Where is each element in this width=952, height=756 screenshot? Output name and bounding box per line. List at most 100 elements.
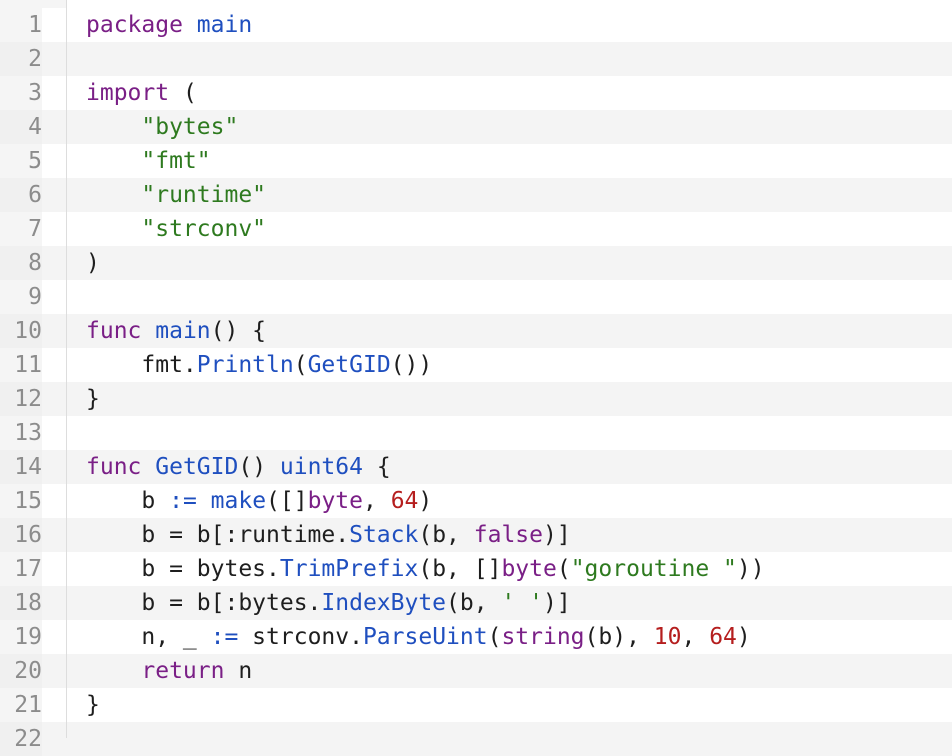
code-text: }	[86, 688, 100, 722]
line-number: 22	[0, 722, 42, 756]
identifier-token: ParseUint	[362, 624, 488, 650]
line-number: 21	[0, 688, 42, 722]
line-number: 6	[0, 178, 42, 212]
text-token	[141, 454, 155, 480]
line-number: 5	[0, 144, 42, 178]
code-line[interactable]: 19 n, _ := strconv.ParseUint(string(b), …	[0, 620, 952, 654]
identifier-token: uint64	[279, 454, 363, 480]
code-line[interactable]: 21}	[0, 688, 952, 722]
code-text: )	[86, 246, 100, 280]
line-number: 9	[0, 280, 42, 314]
code-line[interactable]: 13	[0, 416, 952, 450]
text-token: (	[169, 80, 197, 106]
text-token	[86, 216, 141, 242]
keyword-token: func	[86, 454, 142, 480]
identifier-token: make	[210, 488, 267, 514]
text-token: )]	[543, 522, 571, 548]
code-line[interactable]: 7 "strconv"	[0, 212, 952, 246]
identifier-token: Println	[196, 352, 294, 378]
text-token: () {	[210, 318, 267, 344]
keyword-token: func	[86, 318, 142, 344]
code-line[interactable]: 18 b = b[:bytes.IndexByte(b, ' ')]	[0, 586, 952, 620]
text-token: (	[487, 624, 502, 650]
line-number: 14	[0, 450, 42, 484]
number-token: 64	[390, 488, 419, 514]
string-token: "fmt"	[141, 148, 211, 174]
line-number: 17	[0, 552, 42, 586]
text-token: }	[86, 692, 100, 718]
text-token: (b, []	[418, 556, 502, 582]
code-line[interactable]: 15 b := make([]byte, 64)	[0, 484, 952, 518]
text-token: )]	[542, 590, 571, 616]
line-number: 15	[0, 484, 42, 518]
line-number: 1	[0, 8, 42, 42]
code-line[interactable]: 20 return n	[0, 654, 952, 688]
code-line[interactable]: 2	[0, 42, 952, 76]
text-token: {	[362, 454, 391, 480]
text-token	[86, 658, 141, 684]
code-line[interactable]: 1 package main	[0, 8, 952, 42]
text-token: (b,	[418, 522, 474, 548]
keyword-token: import	[86, 80, 170, 106]
text-token: (b),	[584, 624, 654, 650]
code-text: n, _ := strconv.ParseUint(string(b), 10,…	[86, 620, 750, 654]
text-token: n	[224, 658, 253, 684]
string-token: "goroutine "	[570, 556, 737, 582]
line-number: 11	[0, 348, 42, 382]
code-text: "bytes"	[86, 110, 238, 144]
code-text: b = bytes.TrimPrefix(b, []byte("goroutin…	[86, 552, 764, 586]
code-text: return n	[86, 654, 252, 688]
code-line[interactable]: 8)	[0, 246, 952, 280]
keyword-token: byte	[501, 556, 557, 582]
text-token	[86, 148, 141, 174]
identifier-token: GetGID	[307, 352, 391, 378]
keyword-token: false	[473, 522, 543, 548]
text-token: n, _	[86, 624, 211, 650]
text-token: ())	[390, 352, 433, 378]
line-number: 7	[0, 212, 42, 246]
code-line[interactable]: 11 fmt.Println(GetGID())	[0, 348, 952, 382]
line-number: 18	[0, 586, 42, 620]
identifier-token: Stack	[349, 522, 419, 548]
text-token	[141, 318, 155, 344]
code-line[interactable]: 16 b = b[:runtime.Stack(b, false)]	[0, 518, 952, 552]
number-token: 64	[709, 624, 737, 650]
line-number: 20	[0, 654, 42, 688]
text-token	[183, 12, 197, 38]
gutter-divider	[66, 0, 67, 738]
identifier-token: main	[196, 12, 253, 38]
line-number: 13	[0, 416, 42, 450]
code-line[interactable]: 22	[0, 722, 952, 756]
string-token: "runtime"	[141, 182, 267, 208]
text-token: b	[86, 488, 170, 514]
code-line[interactable]: 4 "bytes"	[0, 110, 952, 144]
text-token	[86, 182, 141, 208]
code-text: func GetGID() uint64 {	[86, 450, 391, 484]
code-line[interactable]: 17 b = bytes.TrimPrefix(b, []byte("gorou…	[0, 552, 952, 586]
code-text: "strconv"	[86, 212, 266, 246]
code-line[interactable]: 12}	[0, 382, 952, 416]
code-text: import (	[86, 76, 197, 110]
code-text: "runtime"	[86, 178, 266, 212]
text-token: b = b[:bytes.	[86, 590, 322, 616]
text-token: fmt.	[86, 352, 197, 378]
code-line[interactable]: 6 "runtime"	[0, 178, 952, 212]
text-token: )	[86, 250, 100, 276]
code-text: "fmt"	[86, 144, 211, 178]
code-line[interactable]: 14 func GetGID() uint64 {	[0, 450, 952, 484]
code-line[interactable]: 5 "fmt"	[0, 144, 952, 178]
code-line[interactable]: 9	[0, 280, 952, 314]
keyword-token: return	[141, 658, 225, 684]
string-token: "bytes"	[141, 114, 239, 140]
string-token: "strconv"	[141, 216, 267, 242]
line-number: 16	[0, 518, 42, 552]
text-token: strconv.	[238, 624, 363, 650]
text-token	[86, 114, 141, 140]
keyword-token: package	[86, 12, 183, 38]
text-token	[197, 488, 211, 514]
identifier-token: IndexByte	[321, 590, 447, 616]
